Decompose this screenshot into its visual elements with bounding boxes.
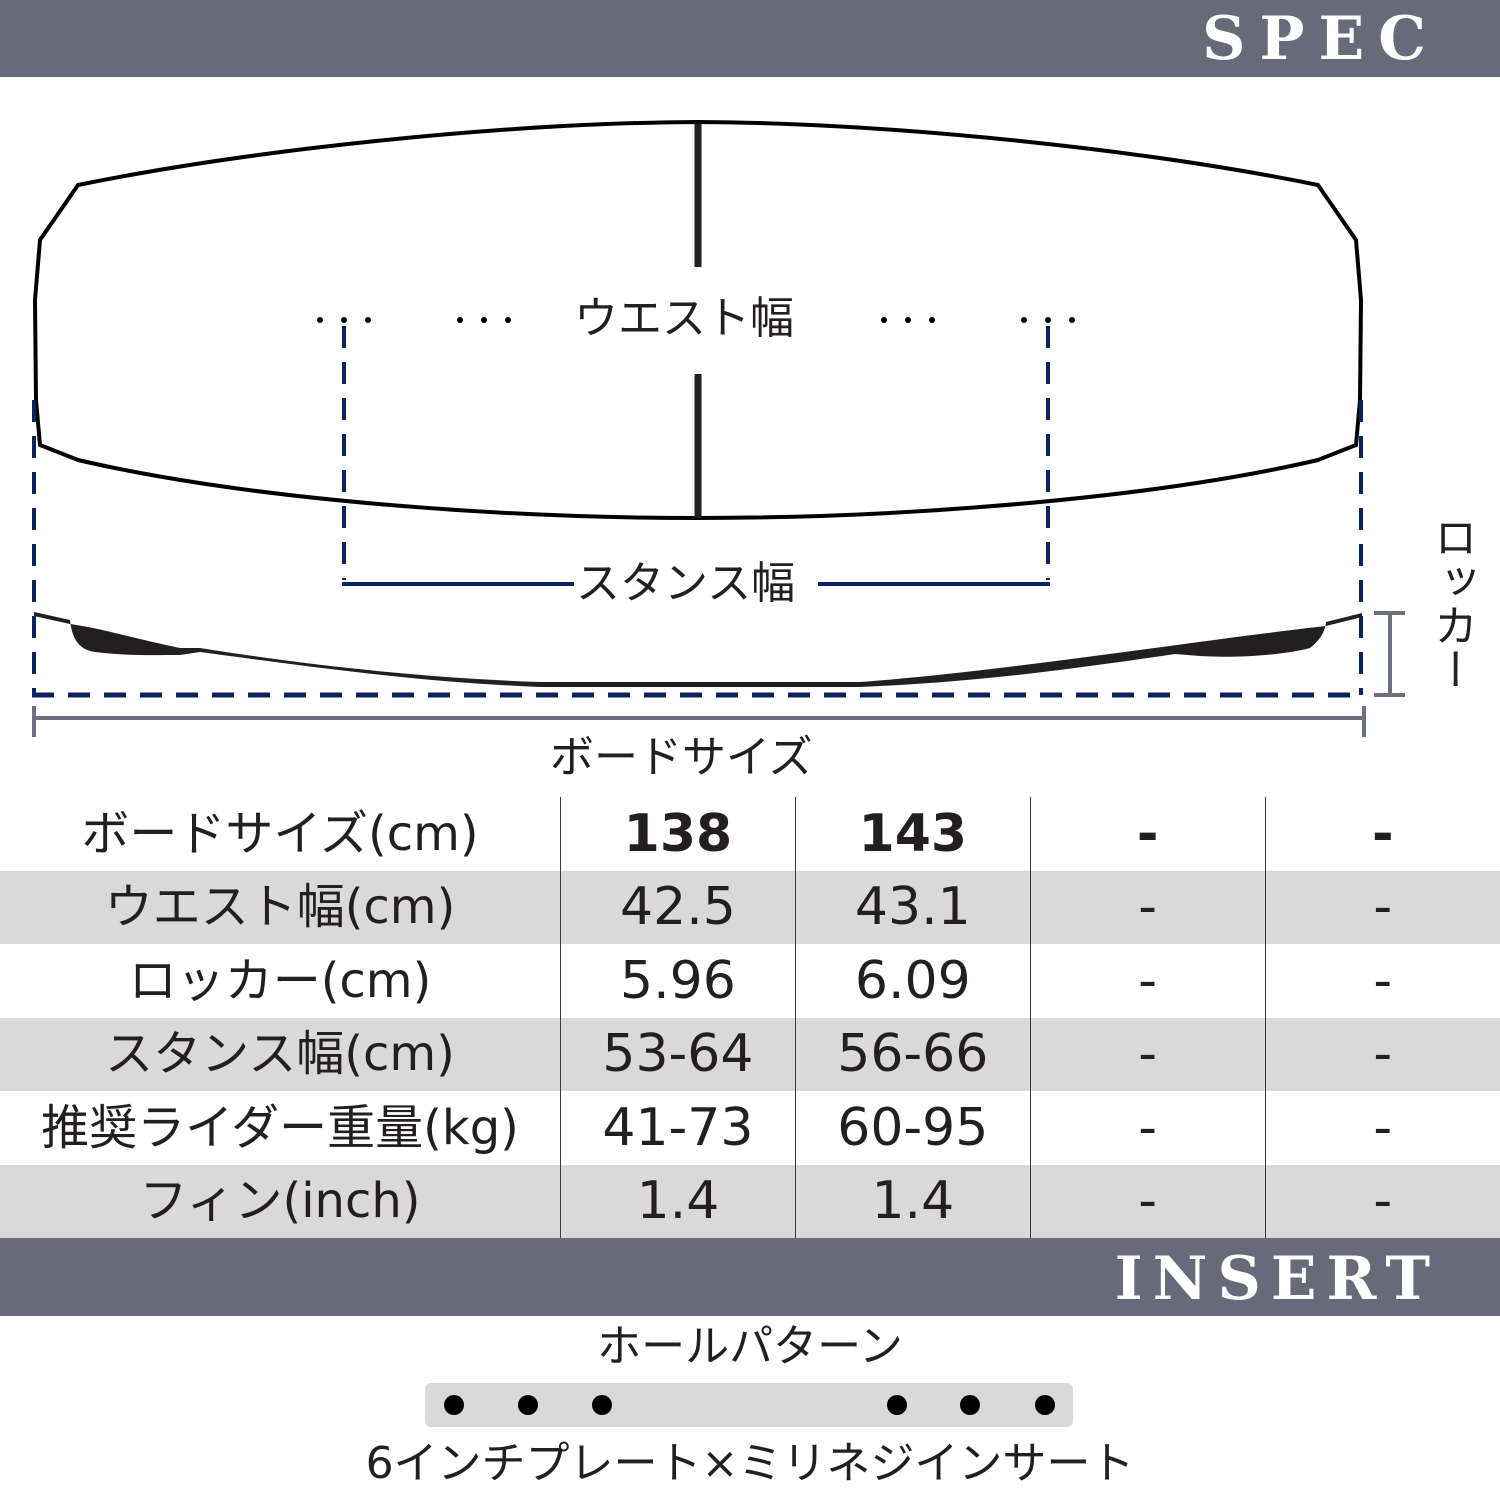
table-row: ボードサイズ(cm) 138 143 - -	[0, 797, 1500, 871]
board-outline-graphic	[32, 119, 1405, 737]
cell-value: -	[1264, 1017, 1500, 1091]
table-row: ロッカー(cm) 5.96 6.09 - -	[0, 944, 1500, 1018]
cell-value: -	[1029, 944, 1266, 1018]
insert-banner: INSERT	[0, 1238, 1500, 1316]
spec-table: ボードサイズ(cm) 138 143 - - ウエスト幅(cm) 42.5 43…	[0, 797, 1500, 1238]
board-size-label: ボードサイズ	[550, 732, 813, 783]
cell-value: -	[1264, 797, 1500, 871]
row-label: スタンス幅(cm)	[0, 1017, 561, 1091]
cell-value: -	[1029, 1017, 1266, 1091]
cell-value: -	[1029, 870, 1266, 944]
spec-title: SPEC	[1202, 4, 1440, 74]
cell-value: 5.96	[560, 944, 796, 1018]
cell-value: 6.09	[794, 944, 1031, 1018]
insert-description: 6インチプレート×ミリネジインサート	[365, 1438, 1135, 1489]
cell-value: 1.4	[560, 1164, 796, 1238]
cell-value: 1.4	[794, 1164, 1031, 1238]
stance-width-label: スタンス幅	[574, 558, 798, 609]
table-row: ウエスト幅(cm) 42.5 43.1 - -	[0, 870, 1500, 944]
waist-width-label: ウエスト幅	[574, 293, 794, 344]
row-label: ロッカー(cm)	[128, 952, 432, 1009]
cell-value: -	[1264, 1164, 1500, 1238]
cell-value: -	[1029, 797, 1266, 871]
insert-hole-icon	[592, 1395, 612, 1415]
stance-dots	[317, 317, 1075, 323]
board-diagram: ウエスト幅 スタンス幅 ボードサイズ ロッカー	[0, 77, 1500, 797]
cell-value: 56-66	[794, 1017, 1031, 1091]
insert-title: INSERT	[1114, 1244, 1440, 1314]
cell-value: 60-95	[794, 1091, 1031, 1165]
row-label: フィン(inch)	[0, 1164, 561, 1238]
row-label: 推奨ライダー重量(kg)	[41, 1099, 519, 1156]
insert-hole-icon	[518, 1395, 538, 1415]
insert-hole-icon	[960, 1395, 980, 1415]
hole-pattern-title: ホールパターン	[597, 1321, 903, 1372]
rocker-label: ロッカー	[1426, 515, 1477, 691]
table-row: フィン(inch) 1.4 1.4 - -	[0, 1164, 1500, 1238]
cell-value: 143	[794, 797, 1031, 871]
cell-value: 138	[560, 797, 796, 871]
hole-pattern-bar	[425, 1383, 1073, 1427]
spec-banner: SPEC	[0, 0, 1500, 77]
cell-value: -	[1264, 1091, 1500, 1165]
insert-hole-icon	[887, 1395, 907, 1415]
cell-value: -	[1029, 1164, 1266, 1238]
cell-value: 42.5	[560, 870, 796, 944]
table-row: 推奨ライダー重量(kg) 41-73 60-95 - -	[0, 1091, 1500, 1165]
cell-value: -	[1264, 870, 1500, 944]
cell-value: 43.1	[794, 870, 1031, 944]
board-side-profile	[34, 612, 1362, 687]
insert-hole-icon	[1035, 1395, 1055, 1415]
insert-hole-icon	[444, 1395, 464, 1415]
cell-value: 41-73	[560, 1091, 796, 1165]
table-row: スタンス幅(cm) 53-64 56-66 - -	[0, 1017, 1500, 1091]
row-label: ボードサイズ(cm)	[81, 805, 479, 862]
cell-value: -	[1029, 1091, 1266, 1165]
row-label: ウエスト幅(cm)	[0, 870, 561, 944]
cell-value: 53-64	[560, 1017, 796, 1091]
cell-value: -	[1264, 944, 1500, 1018]
